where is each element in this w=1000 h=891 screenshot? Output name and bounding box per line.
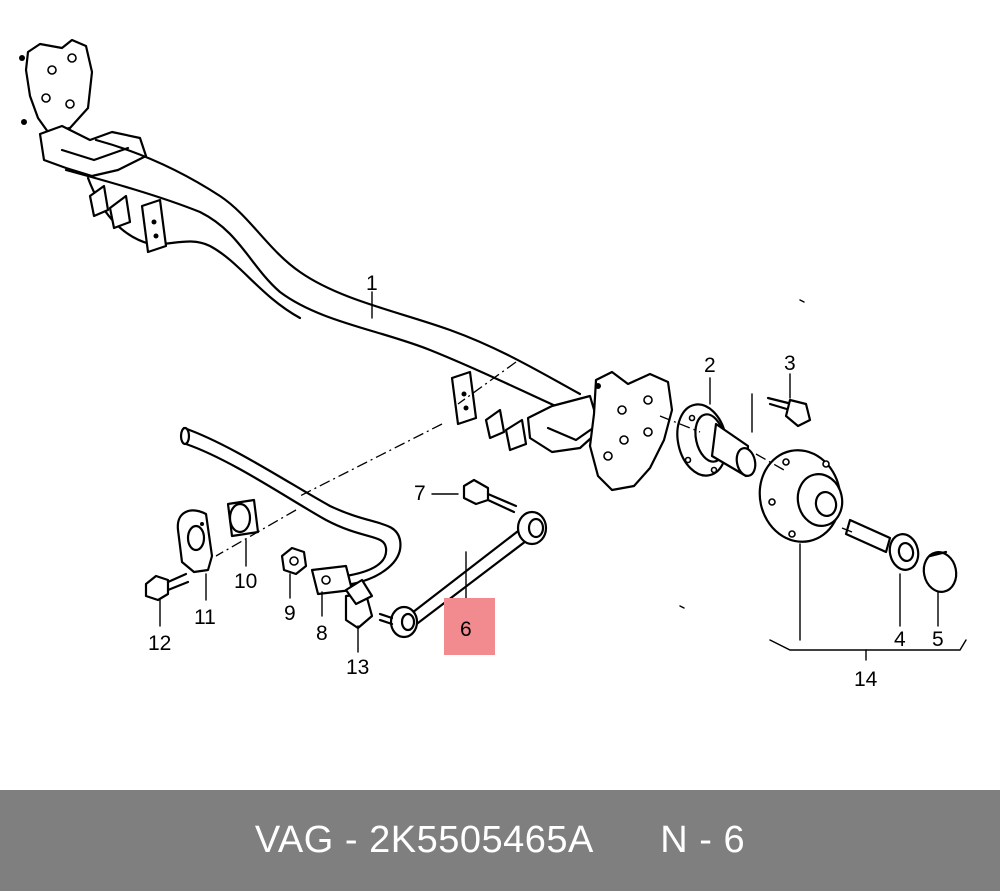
axle-exploded-view: 1 2 3 4 5 7 8 9 10 11 12 13 14	[19, 38, 967, 691]
callout-9: 9	[284, 602, 296, 625]
callout-6: 6	[460, 618, 472, 641]
callout-8: 8	[316, 622, 328, 645]
callout-1: 1	[366, 272, 378, 295]
highlight-overlay: 6	[460, 618, 472, 641]
footer-bar: VAG - 2K5505465A N - 6	[0, 790, 1000, 891]
position-label: N - 6	[660, 819, 746, 861]
stub-axle-bolt	[766, 396, 812, 428]
callout-14: 14	[854, 668, 878, 691]
brand-label: VAG	[254, 819, 334, 861]
callout-7: 7	[414, 482, 426, 505]
hub-bolt	[844, 518, 920, 571]
stub-axle	[676, 403, 757, 478]
spacer	[594, 819, 660, 862]
reference-lines	[215, 299, 853, 609]
callout-5: 5	[932, 628, 944, 651]
rear-axle-beam	[19, 38, 674, 492]
hex-nut	[280, 546, 308, 576]
bar-clamp	[176, 509, 214, 574]
rubber-bush	[226, 498, 260, 538]
callout-13: 13	[346, 656, 369, 679]
coupling-rod-bolt	[462, 478, 518, 514]
callout-labels: 1 2 3 4 5 7 8 9 10 11 12 13 14	[148, 272, 944, 691]
link-mount	[344, 578, 374, 630]
callout-3: 3	[784, 352, 796, 375]
highlight-callout-6	[444, 598, 495, 655]
clamp-screw	[144, 572, 190, 602]
leader-lines	[159, 291, 967, 661]
anti-roll-bar	[179, 426, 402, 586]
footer-caption: VAG - 2K5505465A N - 6	[0, 790, 1000, 891]
bar-bracket	[310, 564, 354, 596]
callout-10: 10	[234, 570, 257, 593]
callout-4: 4	[894, 628, 906, 651]
coupling-rod	[378, 510, 548, 639]
wheel-hub	[758, 449, 844, 543]
separator: -	[333, 819, 370, 861]
callout-2: 2	[704, 354, 716, 377]
callout-11: 11	[194, 606, 216, 629]
part-number: 2K5505465A	[369, 819, 594, 861]
parts-diagram: 1 2 3 4 5 7 8 9 10 11 12 13 14	[19, 38, 967, 691]
dust-cap	[922, 550, 958, 593]
callout-12: 12	[148, 632, 171, 655]
